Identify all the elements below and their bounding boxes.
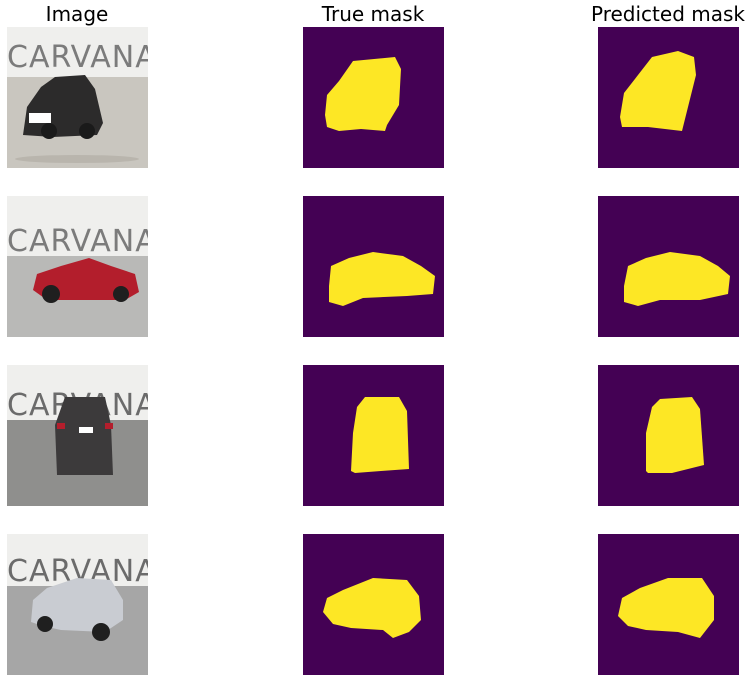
carvana-backdrop-text: CARVANA [7, 40, 148, 75]
column-title-predicted-mask: Predicted mask [591, 2, 745, 26]
true-mask-row-1 [303, 27, 444, 168]
true-mask-row-2 [303, 196, 444, 337]
true-mask-row-4 [303, 534, 444, 675]
carvana-backdrop-text: CARVANA [7, 224, 148, 259]
car-image-row-1: CARVANA [7, 27, 148, 168]
true-mask-row-3 [303, 365, 444, 506]
predicted-mask-row-4 [598, 534, 739, 675]
car-image-row-2: CARVANA [7, 196, 148, 337]
predicted-mask-row-2 [598, 196, 739, 337]
predicted-mask-row-1 [598, 27, 739, 168]
column-title-image: Image [45, 2, 109, 26]
car-image-row-3: CARVANA [7, 365, 148, 506]
column-title-true-mask: True mask [321, 2, 425, 26]
car-image-row-4: CARVANA [7, 534, 148, 675]
predicted-mask-row-3 [598, 365, 739, 506]
